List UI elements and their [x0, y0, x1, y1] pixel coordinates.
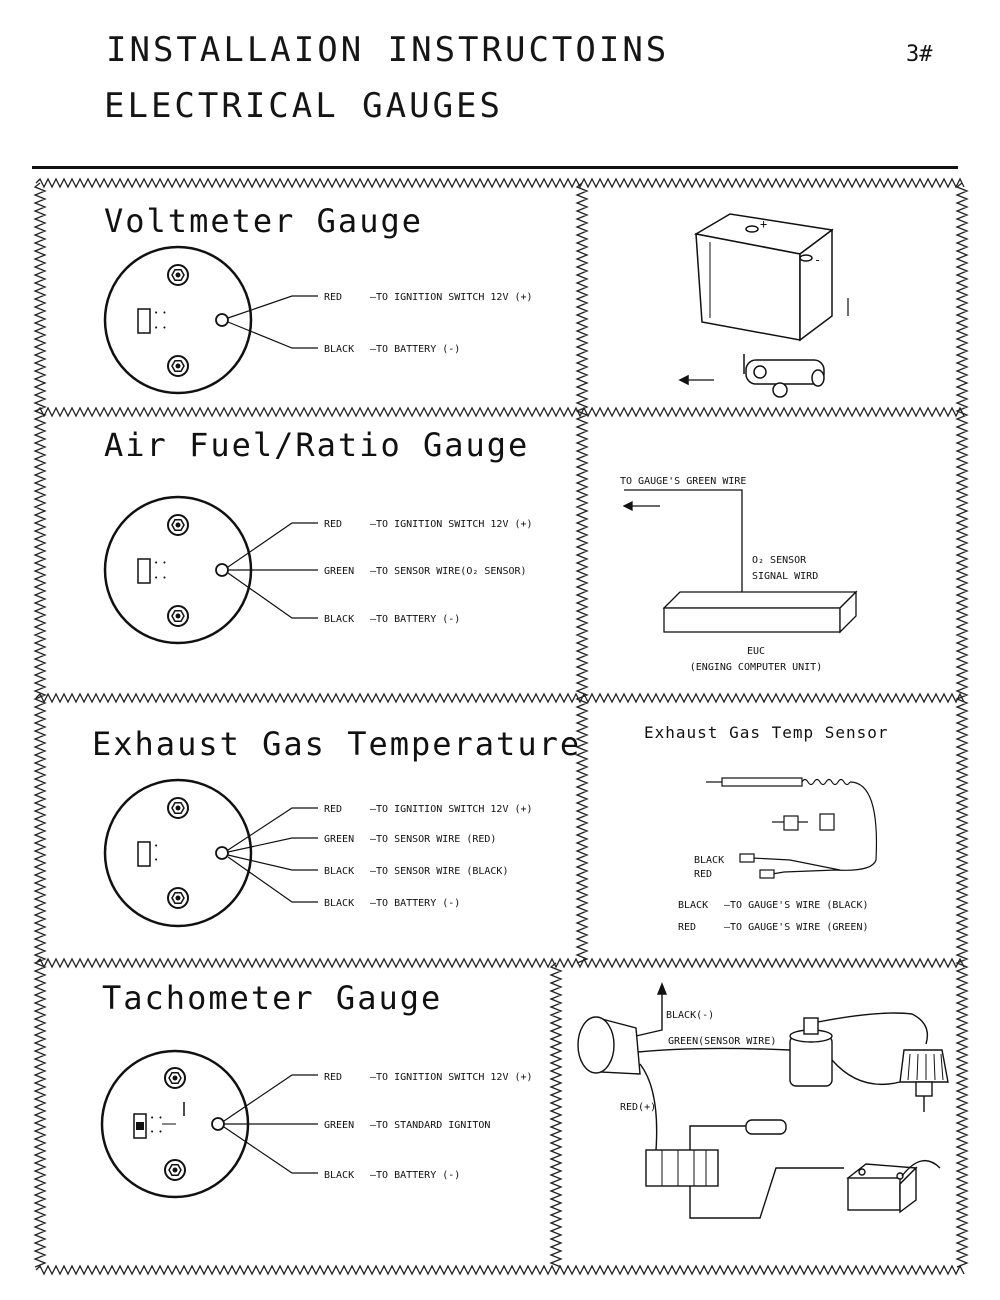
voltmeter-wires — [227, 295, 318, 349]
zigzag-border-segment — [35, 177, 965, 189]
page-number: 3# — [906, 42, 933, 67]
air-fuel-wire-red-dest: —TO IGNITION SWITCH 12V (+) — [370, 519, 533, 530]
air-fuel-wire-green-label: GREEN — [324, 566, 354, 577]
o2-sensor-label: O₂ SENSOR — [752, 555, 807, 566]
egt-wires — [227, 807, 318, 903]
svg-text:• •: • • — [154, 559, 167, 567]
zigzag-border-segment — [549, 962, 563, 1268]
air-fuel-wire-red-label: RED — [324, 519, 342, 530]
air-fuel-title: Air Fuel/Ratio Gauge — [104, 426, 529, 464]
voltmeter-title: Voltmeter Gauge — [104, 202, 423, 240]
voltmeter-wire-black-dest: —TO BATTERY (-) — [370, 344, 460, 355]
tachometer-mount-nut-top-icon — [164, 1067, 186, 1089]
zigzag-border-segment — [955, 182, 969, 1268]
ecu-label: EUC — [747, 646, 765, 657]
air-fuel-wire-black-label: BLACK — [324, 614, 354, 625]
tachometer-green-lead-label: GREEN(SENSOR WIRE) — [668, 1036, 776, 1047]
battery-illustration: + - — [693, 213, 849, 342]
egt-wire-green-dest: —TO SENSOR WIRE (RED) — [370, 834, 496, 845]
air-fuel-wire-green-dest: —TO SENSOR WIRE(O₂ SENSOR) — [370, 566, 527, 577]
ecu-diagram — [622, 489, 858, 634]
tachometer-gauge: • • • • — [100, 1049, 250, 1199]
tachometer-title: Tachometer Gauge — [102, 979, 442, 1017]
egt-legend-red-dest: —TO GAUGE'S WIRE (GREEN) — [724, 922, 869, 933]
tachometer-black-lead-label: BLACK(-) — [666, 1010, 714, 1021]
voltmeter-wire-red-dest: —TO IGNITION SWITCH 12V (+) — [370, 292, 533, 303]
egt-legend-black-label: BLACK — [678, 900, 708, 911]
svg-text:• •: • • — [150, 1128, 163, 1136]
o2-signal-wire-label: SIGNAL WIRD — [752, 571, 818, 582]
voltmeter-mount-nut-bottom-icon — [167, 355, 189, 377]
egt-sensor-lead-red: RED — [694, 869, 712, 880]
tachometer-wire-black-dest: —TO BATTERY (-) — [370, 1170, 460, 1181]
egt-sensor-illustration — [706, 777, 878, 879]
tachometer-wire-green-label: GREEN — [324, 1120, 354, 1131]
svg-text:•: • — [154, 856, 158, 864]
air-fuel-wire-black-dest: —TO BATTERY (-) — [370, 614, 460, 625]
egt-mount-nut-bottom-icon — [167, 887, 189, 909]
svg-text:• •: • • — [154, 574, 167, 582]
tachometer-mount-nut-bottom-icon — [164, 1159, 186, 1181]
zigzag-borders — [33, 177, 969, 1276]
air-fuel-wires — [227, 522, 318, 619]
voltmeter-mount-nut-top-icon — [167, 264, 189, 286]
voltmeter-wire-black-label: BLACK — [324, 344, 354, 355]
header-title-line2: ELECTRICAL GAUGES — [104, 86, 503, 126]
zigzag-border-segment — [35, 692, 965, 704]
svg-text:-: - — [814, 253, 821, 267]
tachometer-wire-black-label: BLACK — [324, 1170, 354, 1181]
svg-text:• •: • • — [154, 309, 167, 317]
zigzag-border-segment — [35, 406, 965, 418]
egt-sensor-title: Exhaust Gas Temp Sensor — [644, 723, 889, 742]
ecu-desc: (ENGING COMPUTER UNIT) — [690, 662, 822, 673]
egt-wire-black-battery-label: BLACK — [324, 898, 354, 909]
egt-wire-red-dest: —TO IGNITION SWITCH 12V (+) — [370, 804, 533, 815]
egt-legend-red-label: RED — [678, 922, 696, 933]
header-title-line1: INSTALLAION INSTRUCTOINS — [106, 30, 670, 70]
egt-title: Exhaust Gas Temperature — [92, 725, 581, 763]
egt-wire-black-sensor-label: BLACK — [324, 866, 354, 877]
voltmeter-gauge: • • • • — [103, 245, 253, 395]
tachometer-install-illustration — [577, 982, 949, 1219]
air-fuel-mount-nut-bottom-icon — [167, 605, 189, 627]
egt-wire-black-sensor-dest: —TO SENSOR WIRE (BLACK) — [370, 866, 508, 877]
egt-gauge: • • — [103, 778, 253, 928]
egt-wire-green-label: GREEN — [324, 834, 354, 845]
tachometer-wire-green-dest: —TO STANDARD IGNITON — [370, 1120, 490, 1131]
svg-text:• •: • • — [150, 1114, 163, 1122]
svg-text:• •: • • — [154, 324, 167, 332]
tachometer-wire-red-label: RED — [324, 1072, 342, 1083]
voltmeter-wire-red-label: RED — [324, 292, 342, 303]
zigzag-border-segment — [33, 182, 47, 1268]
zigzag-border-segment — [575, 182, 589, 964]
header-rule — [32, 166, 958, 169]
ignition-coil-illustration — [678, 354, 825, 398]
egt-wire-black-battery-dest: —TO BATTERY (-) — [370, 898, 460, 909]
svg-text:+: + — [760, 217, 767, 231]
tachometer-red-lead-label: RED(+) — [620, 1102, 656, 1113]
tachometer-wire-red-dest: —TO IGNITION SWITCH 12V (+) — [370, 1072, 533, 1083]
zigzag-border-segment — [35, 957, 965, 969]
egt-wire-red-label: RED — [324, 804, 342, 815]
tachometer-wires — [223, 1074, 318, 1174]
zigzag-border-segment — [35, 1264, 965, 1276]
air-fuel-mount-nut-top-icon — [167, 514, 189, 536]
svg-text:•: • — [154, 842, 158, 850]
egt-mount-nut-top-icon — [167, 797, 189, 819]
egt-sensor-lead-black: BLACK — [694, 855, 724, 866]
egt-legend-black-dest: —TO GAUGE'S WIRE (BLACK) — [724, 900, 869, 911]
ecu-green-wire-label: TO GAUGE'S GREEN WIRE — [620, 476, 746, 487]
